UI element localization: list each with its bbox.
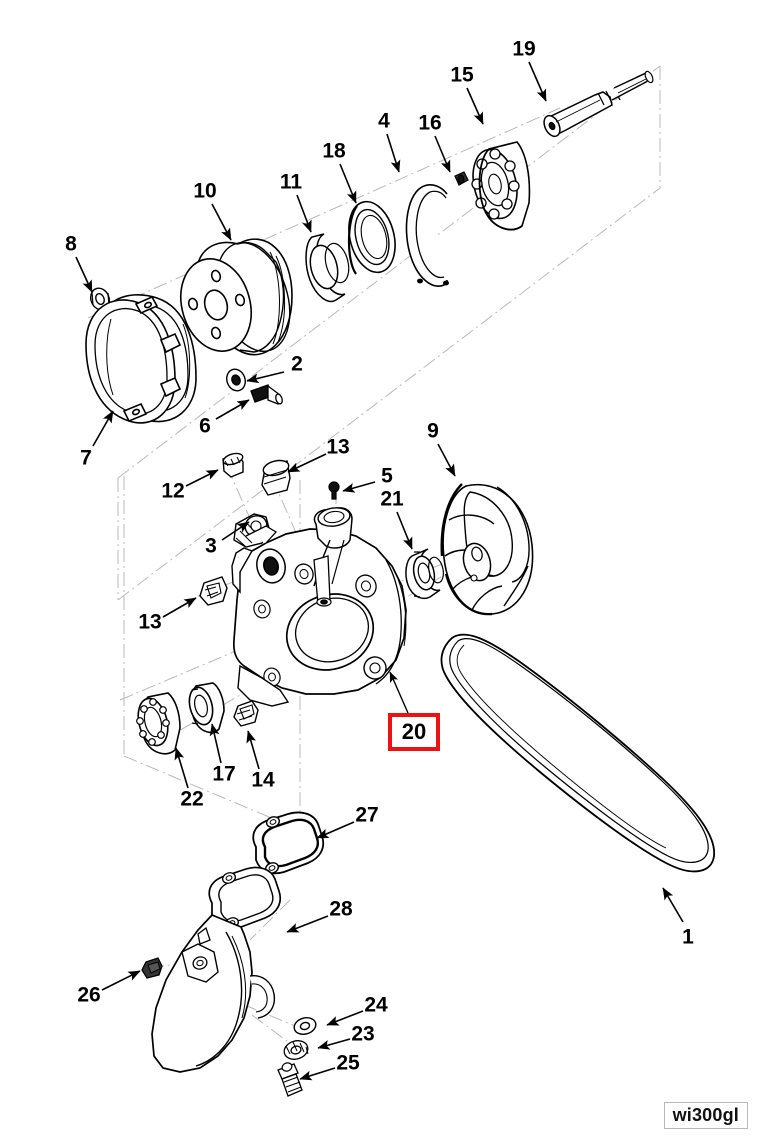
- callout-number-10[interactable]: 10: [193, 180, 216, 203]
- callout-leader-5: [342, 481, 376, 493]
- callout-leader-10: [211, 203, 232, 241]
- callout-number-23[interactable]: 23: [351, 1023, 374, 1046]
- callout-leader-7: [92, 410, 114, 447]
- part-19-pump-shaft: [543, 70, 654, 138]
- callout-number-26[interactable]: 26: [77, 984, 100, 1007]
- watermark: wi300gl: [663, 1102, 748, 1129]
- callout-number-14[interactable]: 14: [251, 769, 275, 792]
- part-28-water-inlet-housing: [151, 866, 282, 1073]
- callout-number-24[interactable]: 24: [364, 994, 388, 1017]
- callout-number-2[interactable]: 2: [291, 353, 303, 376]
- callout-leader-12: [185, 469, 219, 487]
- callout-leader-15: [466, 87, 484, 125]
- part-24-flat-washer: [293, 1017, 317, 1035]
- callout-leader-27: [316, 821, 355, 839]
- part-18-seal-ring: [347, 200, 396, 275]
- highlight-leader: [389, 671, 409, 714]
- callout-leader-18: [339, 163, 357, 204]
- part-13-plug-upper: [261, 459, 291, 496]
- callout-leader-25: [299, 1067, 336, 1081]
- part-10-pulley: [180, 238, 293, 356]
- callout-number-11[interactable]: 11: [280, 171, 303, 194]
- callout-leader-13: [162, 597, 197, 618]
- callout-leader-17: [209, 723, 222, 764]
- callout-leader-14: [246, 730, 260, 770]
- part-12-plug: [222, 452, 244, 478]
- part-27-gasket: [252, 811, 325, 875]
- part-15-ball-bearing: [471, 141, 531, 231]
- callout-leader-9: [437, 443, 456, 477]
- callout-number-3[interactable]: 3: [205, 535, 217, 558]
- callout-number-5[interactable]: 5: [381, 465, 393, 488]
- callout-number-16[interactable]: 16: [418, 112, 441, 135]
- callout-leader-13: [287, 453, 327, 473]
- part-25-bolt: [277, 1062, 303, 1097]
- callout-leader-6: [215, 399, 250, 420]
- callout-leader-3: [221, 521, 250, 541]
- watermark-label: wi300gl: [672, 1105, 739, 1125]
- part-21-pump-seal: [405, 548, 444, 600]
- callout-number-6[interactable]: 6: [199, 415, 211, 438]
- callout-leader-26: [101, 970, 141, 991]
- callout-leader-23: [317, 1038, 351, 1050]
- callout-leader-11: [296, 194, 312, 233]
- part-2-washer: [226, 368, 246, 392]
- callout-number-21[interactable]: 21: [380, 488, 404, 511]
- part-16-set-screw: [454, 171, 469, 186]
- callout-number-13[interactable]: 13: [326, 436, 349, 459]
- callout-number-12[interactable]: 12: [161, 480, 184, 503]
- part-1-drive-belt: [440, 633, 715, 873]
- highlighted-callout-label: 20: [401, 719, 427, 744]
- callout-leader-19: [528, 61, 547, 102]
- callout-number-13[interactable]: 13: [138, 611, 161, 634]
- callout-leader-28: [286, 915, 329, 933]
- part-17-seal: [188, 682, 225, 734]
- callout-leader-4: [386, 133, 401, 173]
- part-9-impeller: [440, 483, 534, 616]
- callout-number-15[interactable]: 15: [450, 64, 474, 87]
- callout-number-18[interactable]: 18: [322, 140, 346, 163]
- callout-leader-lines: [75, 61, 684, 1081]
- callout-leader-8: [75, 256, 93, 293]
- part-23-lock-washer: [283, 1040, 309, 1060]
- callout-number-7[interactable]: 7: [80, 447, 92, 470]
- callout-leader-22: [174, 747, 189, 789]
- part-14-nut: [233, 700, 259, 727]
- callout-leader-2: [246, 371, 285, 384]
- callout-number-22[interactable]: 22: [180, 788, 203, 811]
- callout-leader-16: [434, 135, 451, 173]
- callout-number-4[interactable]: 4: [378, 110, 390, 133]
- part-6-stud-bolt: [250, 384, 283, 405]
- part-20-pump-housing: [231, 507, 407, 707]
- callout-number-9[interactable]: 9: [427, 420, 439, 443]
- part-4-snap-ring: [405, 184, 449, 287]
- callout-number-8[interactable]: 8: [65, 233, 77, 256]
- part-11-spacer-collar: [305, 233, 350, 302]
- callout-number-19[interactable]: 19: [512, 38, 535, 61]
- part-5-pin: [328, 481, 340, 500]
- part-26-plug: [141, 957, 163, 979]
- highlight-leader-line: [389, 671, 409, 714]
- part-22-bearing: [136, 692, 181, 755]
- callout-number-27[interactable]: 27: [355, 804, 378, 827]
- callout-number-1[interactable]: 1: [682, 926, 694, 949]
- callout-number-28[interactable]: 28: [329, 898, 353, 921]
- callout-leader-24: [326, 1010, 364, 1026]
- callout-leader-21: [396, 511, 413, 550]
- highlighted-callout-20[interactable]: 20: [388, 713, 440, 751]
- part-13-plug-lower: [199, 576, 228, 606]
- callout-number-25[interactable]: 25: [336, 1052, 360, 1075]
- callout-number-17[interactable]: 17: [212, 763, 235, 786]
- callout-leader-1: [662, 887, 684, 923]
- part-7-fan-hub-bracket: [85, 294, 197, 424]
